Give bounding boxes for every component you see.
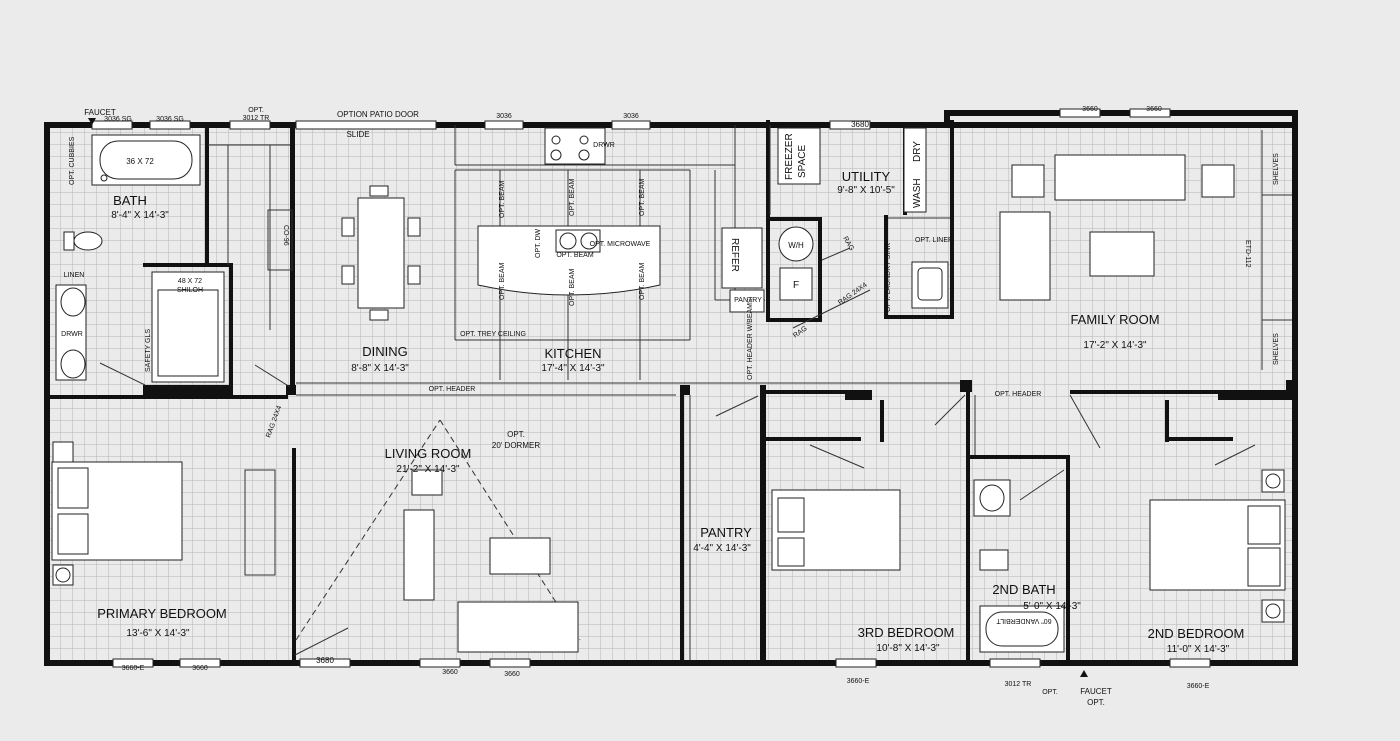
bed2-name: 2ND BEDROOM <box>1148 626 1245 641</box>
living-size: 21'-2" X 14'-3" <box>396 464 460 475</box>
wh-label: W/H <box>788 241 804 250</box>
w-3660-a: 3660 <box>1082 106 1098 113</box>
safety-glass-label: SAFETY GLS <box>145 329 152 372</box>
beam-label-6: OPT. BEAM <box>639 262 646 300</box>
drwr-label: DRWR <box>61 331 83 338</box>
beam-label-1: OPT. BEAM <box>499 180 506 218</box>
header-label-2: OPT. HEADER <box>995 391 1042 398</box>
refer-label: REFER <box>729 238 740 272</box>
faucet-opt-label: OPT. <box>1087 698 1105 707</box>
kitchen-island <box>477 225 661 296</box>
pantry-cab-label: PANTRY <box>734 297 762 304</box>
refrigerator <box>721 227 763 289</box>
w-3660-1: 3660 <box>192 665 208 672</box>
beam-label-4: OPT. BEAM <box>499 262 506 300</box>
freezer-space-label: SPACE <box>797 145 808 178</box>
w-3660e-3: 3660-E <box>1187 683 1210 690</box>
living-name: LIVING ROOM <box>385 446 472 461</box>
furnace-label: F <box>793 280 799 291</box>
vanderbilt-label: 60" VANDERBILT <box>996 617 1052 624</box>
microwave-label: OPT. MICROWAVE <box>590 241 651 248</box>
bath-size: 8'-4" X 14'-3" <box>111 210 169 221</box>
pantry-size: 4'-4" X 14'-3" <box>693 543 751 554</box>
bath2-size: 5'-0" X 14'-3" <box>1023 601 1081 612</box>
pantry-name: PANTRY <box>700 525 752 540</box>
laundry-sink-label: OPT. LAUNDRY SINK <box>885 243 892 312</box>
detail-lines <box>99 125 1292 660</box>
dormer-outline <box>295 419 581 641</box>
kitchen-size: 17'-4" X 14'-3" <box>541 363 605 374</box>
exterior-walls <box>44 110 1298 666</box>
linen-label: LINEN <box>64 272 85 279</box>
w-3036-a: 3036 <box>496 113 512 120</box>
wash-label: WASH <box>912 178 923 208</box>
shelves-top-label: SHELVES <box>1273 153 1280 185</box>
beam-label-2: OPT. BEAM <box>569 178 576 216</box>
drwr-kitchen-label: DRWR <box>593 142 615 149</box>
w-3036-b: 3036 <box>623 113 639 120</box>
dry-label: DRY <box>912 141 923 162</box>
faucet-bottom-marker <box>1080 670 1088 677</box>
dormer-label-1: OPT. <box>507 430 525 439</box>
header-label-1: OPT. HEADER <box>429 386 476 393</box>
exterior-openings <box>91 108 1211 668</box>
slide-label: SLIDE <box>346 130 369 139</box>
liner-label: OPT. LINER <box>915 237 953 244</box>
faucet-top-marker <box>88 118 96 125</box>
beam-label-3: OPT. BEAM <box>639 178 646 216</box>
w-3660-3: 3660 <box>504 671 520 678</box>
w-3012tr-top: 3012 TR <box>243 115 270 122</box>
opt-bottom: OPT. <box>1042 689 1058 696</box>
faucet-bottom-label: FAUCET <box>1080 687 1112 696</box>
beam-label-center: OPT. BEAM <box>556 252 594 259</box>
dining-name: DINING <box>362 344 408 359</box>
bed3-size: 10'-8" X 14'-3" <box>876 643 940 654</box>
w-3660e-2: 3660-E <box>847 678 870 685</box>
dining-table <box>357 197 405 309</box>
beam-label-5: OPT. BEAM <box>569 268 576 306</box>
kitchen-name: KITCHEN <box>544 346 601 361</box>
cubbies-label: OPT. CUBBIES <box>69 136 76 185</box>
shower-name: SHILOH <box>177 287 203 294</box>
dw-label: OPT. DW <box>535 228 542 258</box>
bath2-name: 2ND BATH <box>992 582 1055 597</box>
shower-label: 48 X 72 <box>178 278 202 285</box>
room-labels: BATH 8'-4" X 14'-3" DINING 8'-8" X 14'-3… <box>97 169 1244 655</box>
bed3-name: 3RD BEDROOM <box>858 625 955 640</box>
utility-size: 9'-8" X 10'-5" <box>837 185 895 196</box>
w-3660-2: 3660 <box>442 669 458 676</box>
utility-name: UTILITY <box>842 169 891 184</box>
living-sofa <box>457 601 579 653</box>
door-3680-bottom: 3680 <box>316 656 334 665</box>
w-opt-top: OPT. <box>248 107 264 114</box>
fixture-labels: 36 X 72 48 X 72 SHILOH LINEN DRWR DRWR S… <box>61 133 1280 624</box>
trey-ceiling-label: OPT. TREY CEILING <box>460 331 526 338</box>
door-3680-top: 3680 <box>851 120 869 129</box>
dormer-label-2: 20' DORMER <box>492 441 540 450</box>
w-3660-b: 3660 <box>1146 106 1162 113</box>
sofa <box>1054 154 1186 201</box>
fixtures <box>51 127 1286 653</box>
w-3660e-1: 3660-E <box>122 665 145 672</box>
dining-size: 8'-8" X 14'-3" <box>351 363 409 374</box>
primary-name: PRIMARY BEDROOM <box>97 606 227 621</box>
co96-label: CO-96 <box>282 225 289 246</box>
etd-label: ETD-112 <box>1244 240 1251 268</box>
shelves-bottom-label: SHELVES <box>1273 333 1280 365</box>
header-beams-label: OPT. HEADER W/BEAMS <box>747 298 754 380</box>
family-size: 17'-2" X 14'-3" <box>1083 340 1147 351</box>
family-name: FAMILY ROOM <box>1070 312 1159 327</box>
patio-door-label: OPTION PATIO DOOR <box>337 110 419 119</box>
w-3012tr-bottom: 3012 TR <box>1005 681 1032 688</box>
tub-label: 36 X 72 <box>126 157 154 166</box>
bath-name: BATH <box>113 193 147 208</box>
w-3036sg-1: 3036 SG <box>104 116 132 123</box>
exterior-labels: FAUCET 3036 SG 3036 SG OPT. 3012 TR OPTI… <box>84 106 1209 707</box>
freezer-label: FREEZER <box>784 133 795 180</box>
faucet-top-label: FAUCET <box>84 108 116 117</box>
primary-size: 13'-6" X 14'-3" <box>126 628 190 639</box>
w-3036sg-2: 3036 SG <box>156 116 184 123</box>
bed2-size: 11'-0" X 14'-3" <box>1167 644 1230 655</box>
